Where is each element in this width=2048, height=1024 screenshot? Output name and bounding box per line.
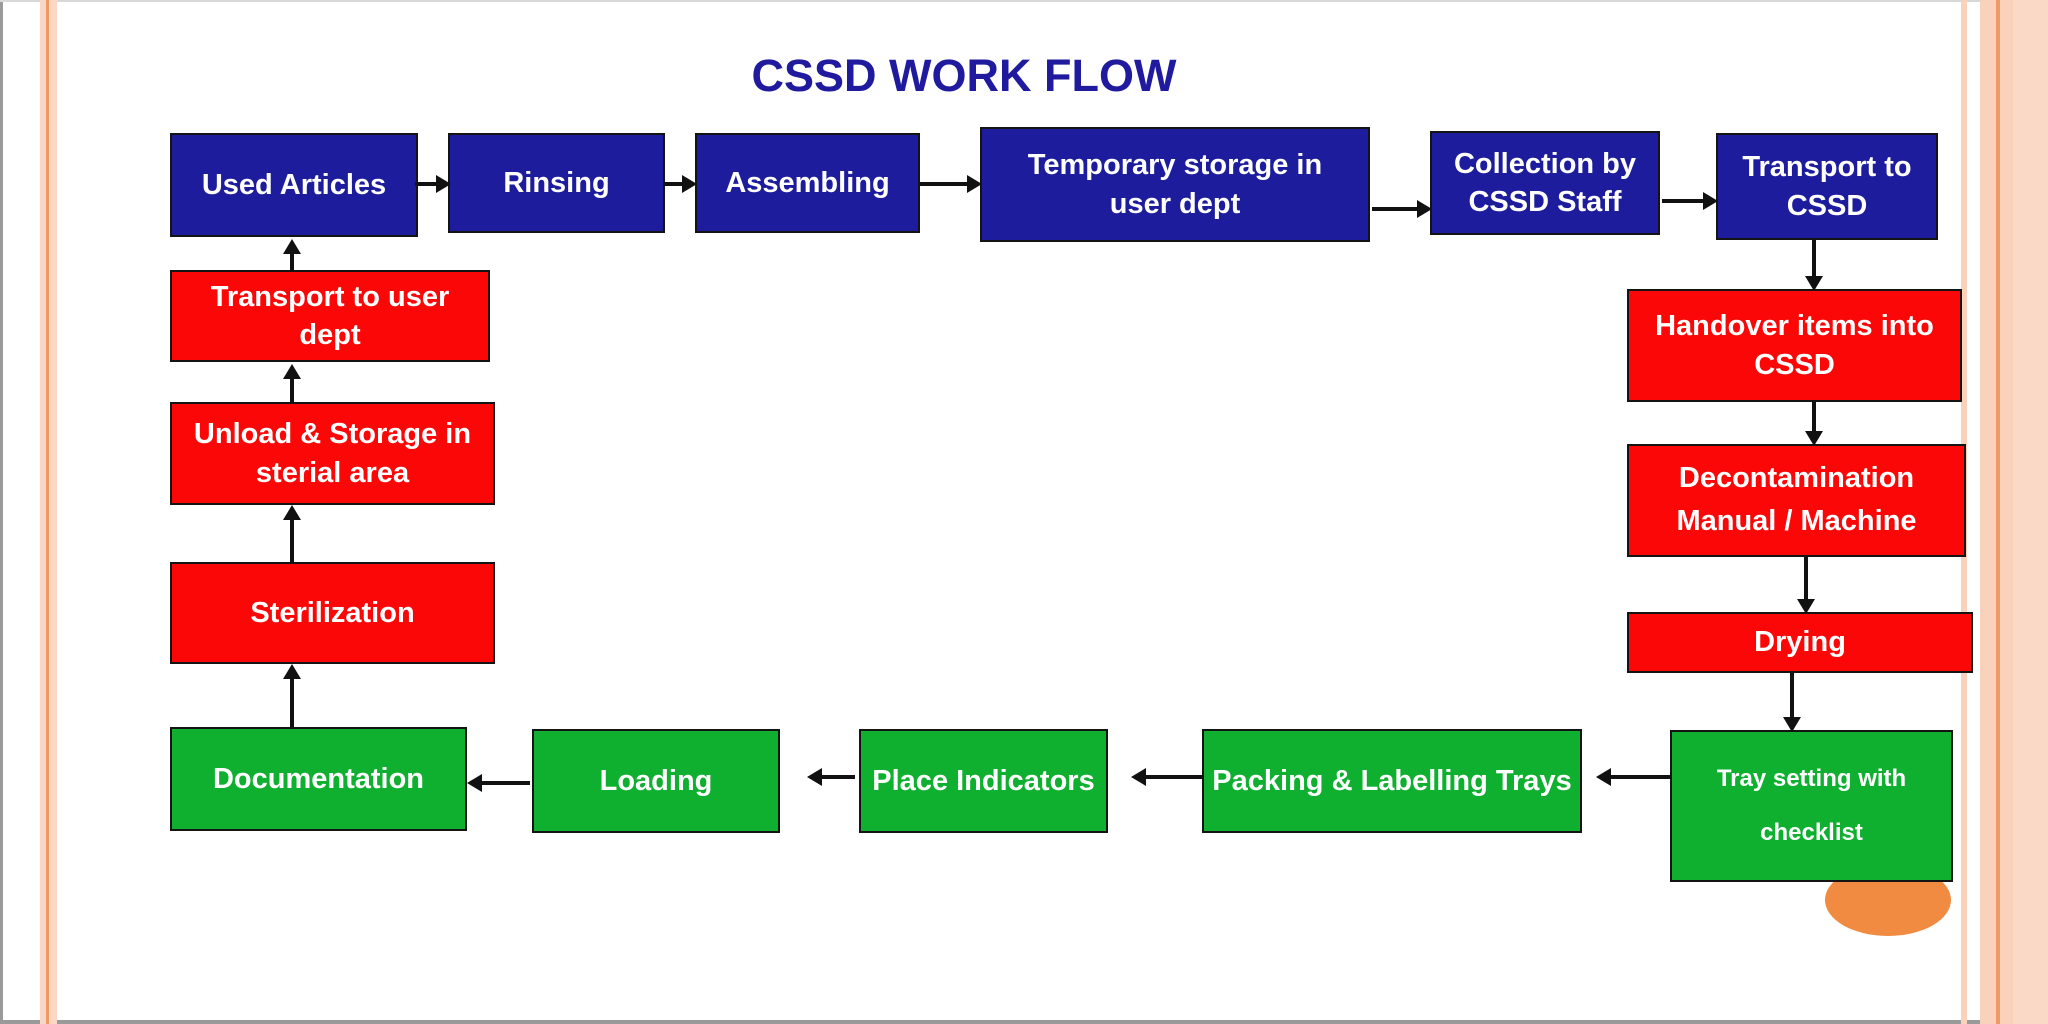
node-label-line: dept (299, 319, 361, 351)
node-label-line: checklist (1760, 818, 1863, 846)
arrow-collection-to-transport-to-cssd-line (1662, 199, 1706, 203)
node-tray-setting: Tray setting with checklist (1670, 730, 1953, 882)
node-loading: Loading (532, 729, 780, 833)
arrow-place-indicators-to-loading-head (807, 768, 822, 786)
node-used-articles: Used Articles (170, 133, 418, 237)
left-border-stripe2 (49, 0, 57, 1024)
arrow-transport-to-user-to-used-articles-line (290, 251, 294, 272)
arrow-drying-to-tray-setting-head (1783, 717, 1801, 732)
arrow-rinsing-to-assembling-line (665, 182, 685, 186)
node-unload-storage: Unload & Storage in sterial area (170, 402, 495, 505)
node-label-line: CSSD (1786, 189, 1868, 222)
arrow-assembling-to-temporary-storage-head (967, 175, 982, 193)
arrow-documentation-to-sterilization-head (283, 664, 301, 679)
left-border-stripe (40, 0, 46, 1024)
node-packing: Packing & Labelling Trays (1202, 729, 1582, 833)
node-label-line: Decontamination (1678, 462, 1915, 495)
node-label-line: Documentation (212, 762, 425, 795)
right-border-band-light (2013, 0, 2048, 1024)
node-label-line: Used Articles (201, 168, 387, 201)
bottom-edge-line (0, 1020, 2048, 1024)
node-label-line: Transport to (1742, 151, 1912, 184)
node-sterilization: Sterilization (170, 562, 495, 664)
node-label-line: Place Indicators (872, 764, 1095, 797)
node-place-indicators: Place Indicators (859, 729, 1108, 833)
arrow-transport-to-cssd-to-handover-head (1805, 276, 1823, 291)
node-label-line: CSSD (1754, 348, 1835, 381)
node-label-line: Assembling (725, 166, 890, 199)
top-edge-line (0, 0, 2048, 2)
node-assembling: Assembling (695, 133, 920, 233)
arrow-unload-storage-to-transport-to-user-head (283, 364, 301, 379)
arrow-unload-storage-to-transport-to-user-line (290, 376, 294, 402)
node-collection: Collection by CSSD Staff (1430, 131, 1660, 235)
node-drying: Drying (1627, 612, 1973, 673)
arrow-used-articles-to-rinsing-head (436, 175, 451, 193)
node-label-line: Temporary storage in (1027, 149, 1323, 182)
node-documentation: Documentation (170, 727, 467, 831)
arrow-sterilization-to-unload-storage-line (290, 517, 294, 562)
arrow-drying-to-tray-setting-line (1790, 673, 1794, 720)
arrow-transport-to-cssd-to-handover-line (1812, 240, 1816, 279)
node-label-line: Collection by (1453, 147, 1637, 180)
arrow-loading-to-documentation-head (467, 774, 482, 792)
node-rinsing: Rinsing (448, 133, 665, 233)
node-label-line: sterial area (255, 456, 410, 489)
node-temporary-storage: Temporary storage in user dept (980, 127, 1370, 242)
node-label-line: Transport to user (210, 280, 450, 313)
node-label-line: Drying (1754, 626, 1846, 659)
arrow-documentation-to-sterilization-line (290, 676, 294, 727)
arrow-packing-to-place-indicators-head (1131, 768, 1146, 786)
node-label-line: Rinsing (503, 166, 610, 199)
node-label-line: user dept (1109, 187, 1241, 220)
node-label-line: Tray setting with (1716, 764, 1907, 792)
arrow-place-indicators-to-loading-line (819, 775, 855, 779)
arrow-collection-to-transport-to-cssd-head (1703, 192, 1718, 210)
arrow-handover-to-decontamination-line (1812, 402, 1816, 434)
arrow-rinsing-to-assembling-head (682, 175, 697, 193)
node-label-line: Sterilization (250, 596, 415, 629)
node-label-line: Manual / Machine (1676, 505, 1917, 538)
arrow-transport-to-user-to-used-articles-head (283, 239, 301, 254)
arrow-decontamination-to-drying-head (1797, 599, 1815, 614)
node-transport-to-user: Transport to user dept (170, 270, 490, 362)
left-border-stripe-line (46, 0, 49, 1024)
node-label-line: Packing & Labelling Trays (1212, 764, 1572, 797)
arrow-decontamination-to-drying-line (1804, 557, 1808, 602)
arrow-tray-setting-to-packing-line (1608, 775, 1672, 779)
left-edge-line (0, 0, 3, 1024)
arrow-used-articles-to-rinsing-line (415, 182, 439, 186)
arrow-handover-to-decontamination-head (1805, 431, 1823, 446)
arrow-temporary-storage-to-collection-line (1372, 207, 1420, 211)
node-label-line: Handover items into (1655, 310, 1934, 343)
right-border-band-line (1996, 0, 2000, 1024)
node-label-line: CSSD Staff (1468, 186, 1622, 218)
node-transport-to-cssd: Transport to CSSD (1716, 133, 1938, 240)
arrow-sterilization-to-unload-storage-head (283, 505, 301, 520)
node-label-line: Loading (599, 764, 713, 797)
arrow-assembling-to-temporary-storage-line (920, 182, 970, 186)
arrow-temporary-storage-to-collection-head (1417, 200, 1432, 218)
arrow-packing-to-place-indicators-line (1143, 775, 1204, 779)
node-label-line: Unload & Storage in (193, 418, 472, 451)
arrow-tray-setting-to-packing-head (1596, 768, 1611, 786)
slide-title: CSSD WORK FLOW (751, 50, 1177, 101)
arrow-loading-to-documentation-line (479, 781, 530, 785)
